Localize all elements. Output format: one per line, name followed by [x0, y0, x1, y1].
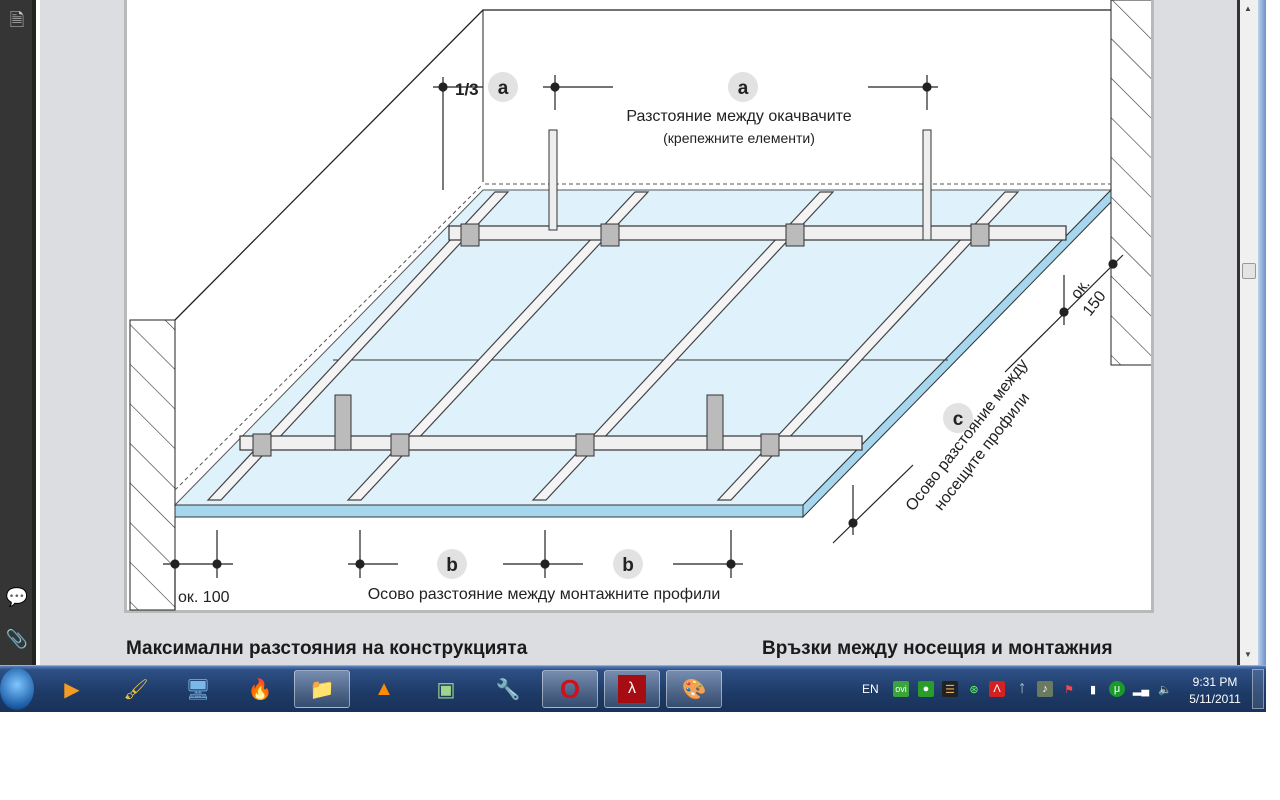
approx-100-label: ок. 100 [178, 589, 230, 606]
heading-max-distances: Максимални разстояния на конструкцията [126, 638, 528, 659]
document-view: a a b b c 1/3 Разстояние между окачвачит… [40, 0, 1237, 665]
utorrent-icon[interactable]: μ [1109, 681, 1125, 697]
taskbar: ▶ 🖌 🖥 🔥 📁 ▲ ▣ 🔧 O λ 🎨 EN ovi ● ☰ ⊛ Λ ᛏ ♪… [0, 665, 1266, 712]
pdf-navigation-sidebar: 🗎 💬 📎 [0, 0, 36, 665]
tools-icon[interactable]: ☰ [942, 681, 958, 697]
opera-icon[interactable]: O [542, 670, 598, 708]
clock[interactable]: 9:31 PM 5/11/2011 [1178, 674, 1252, 708]
fraction-label: 1/3 [455, 80, 479, 99]
nero-icon[interactable]: ▣ [436, 678, 456, 701]
music-icon[interactable]: ♪ [1037, 681, 1053, 697]
language-indicator[interactable]: EN [862, 682, 879, 696]
volume-icon[interactable]: 🔈 [1158, 683, 1172, 696]
label-a-1: a [498, 78, 509, 99]
attachment-icon[interactable]: 📎 [5, 628, 29, 649]
pages-icon[interactable]: 🗎 [9, 10, 25, 30]
kmplayer-icon[interactable]: 🖥 [185, 678, 211, 701]
windows-explorer-icon[interactable]: 📁 [294, 670, 350, 708]
heading-connections: Връзки между носещия и монтажния [762, 638, 1113, 659]
windows-media-player-icon[interactable]: ▶ [64, 678, 80, 701]
splitter [1237, 0, 1240, 665]
label-a-2: a [738, 78, 749, 99]
vlc-icon[interactable]: ▲ [374, 677, 394, 700]
label-c: c [953, 409, 964, 430]
power-plug-icon[interactable]: ▮ [1089, 683, 1097, 696]
clock-time: 9:31 PM [1192, 675, 1238, 689]
ceiling-construction-drawing: a a b b c 1/3 Разстояние между окачвачит… [129, 0, 1151, 611]
adobe-reader-icon[interactable]: λ [604, 670, 660, 708]
start-button[interactable] [0, 668, 34, 710]
scroll-up-arrow-icon[interactable]: ▲ [1244, 4, 1252, 13]
action-center-flag-icon[interactable]: ⚑ [1064, 683, 1074, 696]
signal-strength-icon[interactable]: ▂▄ [1132, 683, 1150, 696]
show-desktop-button[interactable] [1252, 669, 1264, 709]
comments-icon[interactable]: 💬 [5, 586, 29, 607]
nero-burning-icon[interactable]: 🔥 [247, 678, 273, 701]
bluetooth-icon[interactable]: ᛏ [1018, 683, 1026, 695]
mounting-spacing-label: Осово разстояние между монтажните профил… [368, 586, 721, 603]
scroll-thumb[interactable] [1242, 263, 1256, 279]
network-blocked-icon[interactable]: ● [918, 681, 934, 697]
wireless-icon[interactable]: ⊛ [969, 683, 979, 696]
security-tool-icon[interactable]: 🔧 [495, 678, 521, 701]
screen: 🗎 💬 📎 [0, 0, 1266, 712]
label-b-1: b [446, 555, 458, 576]
hanger-spacing-label: Разстояние между окачвачите [626, 108, 851, 125]
paint-icon[interactable]: 🎨 [666, 670, 722, 708]
scroll-down-arrow-icon[interactable]: ▼ [1244, 650, 1252, 659]
window-border [1258, 0, 1266, 665]
vertical-scrollbar[interactable]: ▲ ▼ [1240, 0, 1258, 665]
label-b-2: b [622, 555, 634, 576]
avira-icon[interactable]: Λ [989, 681, 1005, 697]
pdf-page: a a b b c 1/3 Разстояние между окачвачит… [124, 0, 1154, 613]
ovi-icon[interactable]: ovi [893, 681, 909, 697]
clock-date: 5/11/2011 [1189, 692, 1241, 706]
hanger-spacing-sublabel: (крепежните елементи) [663, 130, 815, 146]
install-shield-icon[interactable]: 🖌 [123, 678, 149, 701]
